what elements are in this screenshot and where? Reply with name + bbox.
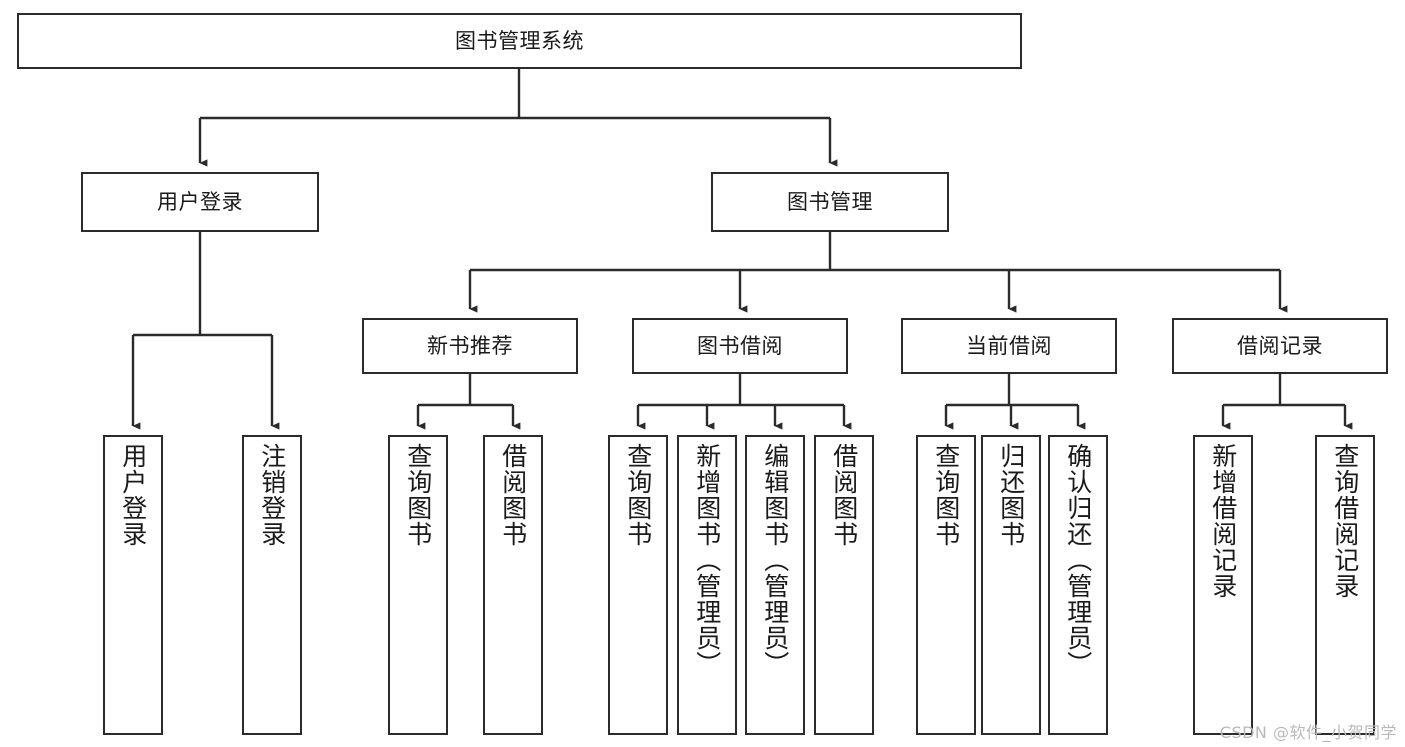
node-label: 编辑图书（管理员）	[760, 443, 790, 677]
node-label: 用户登录	[118, 443, 148, 547]
leaf-add-book-admin[interactable]: 新增图书（管理员）	[677, 435, 737, 735]
node-label: 当前借阅	[966, 333, 1052, 358]
node-label: 借阅图书	[829, 443, 859, 547]
node-label: 新书推荐	[427, 333, 513, 358]
leaf-return-book[interactable]: 归还图书	[981, 435, 1041, 735]
watermark: CSDN @软件_小贺同学	[1219, 723, 1397, 742]
node-borrow-records[interactable]: 借阅记录	[1172, 318, 1388, 374]
leaf-query-book-current[interactable]: 查询图书	[916, 435, 976, 735]
node-book-borrow[interactable]: 图书借阅	[632, 318, 848, 374]
leaf-confirm-return-admin[interactable]: 确认归还（管理员）	[1048, 435, 1108, 735]
leaf-user-login[interactable]: 用户登录	[103, 435, 163, 735]
node-label: 图书管理	[787, 189, 873, 214]
node-root[interactable]: 图书管理系统	[17, 13, 1022, 69]
node-label: 新增借阅记录	[1208, 443, 1238, 599]
leaf-query-book[interactable]: 查询图书	[608, 435, 668, 735]
node-user-login[interactable]: 用户登录	[81, 172, 319, 232]
node-label: 新增图书（管理员）	[692, 443, 722, 677]
node-label: 查询图书	[931, 443, 961, 547]
node-label: 查询图书	[623, 443, 653, 547]
node-label: 查询借阅记录	[1330, 443, 1360, 599]
node-current-borrow[interactable]: 当前借阅	[901, 318, 1117, 374]
leaf-query-borrow-record[interactable]: 查询借阅记录	[1315, 435, 1375, 735]
node-label: 借阅记录	[1237, 333, 1323, 358]
node-label: 图书管理系统	[455, 28, 584, 53]
node-label: 归还图书	[996, 443, 1026, 547]
node-label: 查询图书	[403, 443, 433, 547]
node-label: 确认归还（管理员）	[1063, 443, 1093, 677]
node-book-management[interactable]: 图书管理	[711, 172, 949, 232]
node-label: 借阅图书	[498, 443, 528, 547]
node-label: 注销登录	[257, 443, 287, 547]
leaf-borrow-book-new[interactable]: 借阅图书	[483, 435, 543, 735]
leaf-borrow-book[interactable]: 借阅图书	[814, 435, 874, 735]
node-label: 用户登录	[157, 189, 243, 214]
node-new-book-recommend[interactable]: 新书推荐	[362, 318, 578, 374]
leaf-add-borrow-record[interactable]: 新增借阅记录	[1193, 435, 1253, 735]
leaf-logout-login[interactable]: 注销登录	[242, 435, 302, 735]
leaf-edit-book-admin[interactable]: 编辑图书（管理员）	[745, 435, 805, 735]
leaf-query-book-new[interactable]: 查询图书	[388, 435, 448, 735]
node-label: 图书借阅	[697, 333, 783, 358]
